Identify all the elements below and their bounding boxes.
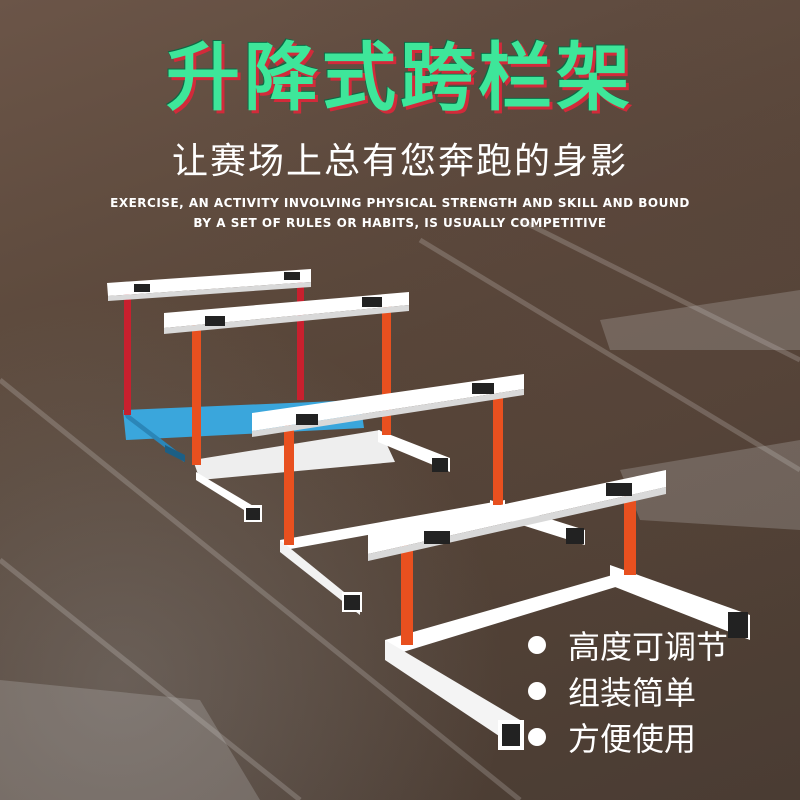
feature-label: 方便使用 xyxy=(568,720,697,758)
feature-label: 组装简单 xyxy=(568,674,697,712)
bullet-icon xyxy=(528,728,546,746)
english-line-2: BY A SET OF RULES OR HABITS, IS USUALLY … xyxy=(193,216,607,230)
hurdle-3 xyxy=(252,374,585,615)
feature-item: 高度可调节 xyxy=(528,622,788,668)
hurdle-2 xyxy=(164,292,450,522)
page-title: 升降式跨栏架 xyxy=(166,35,634,121)
bullet-icon xyxy=(528,682,546,700)
english-line-1: EXERCISE, AN ACTIVITY INVOLVING PHYSICAL… xyxy=(110,196,690,210)
hurdle-1 xyxy=(107,269,364,462)
feature-label: 高度可调节 xyxy=(568,628,729,666)
feature-item: 方便使用 xyxy=(528,714,788,760)
hurdle-4 xyxy=(368,470,750,750)
feature-list: 高度可调节 组装简单 方便使用 xyxy=(528,622,788,760)
bullet-icon xyxy=(528,636,546,654)
feature-item: 组装简单 xyxy=(528,668,788,714)
page-subtitle: 让赛场上总有您奔跑的身影 xyxy=(171,141,628,182)
english-tagline: EXERCISE, AN ACTIVITY INVOLVING PHYSICAL… xyxy=(0,193,800,233)
